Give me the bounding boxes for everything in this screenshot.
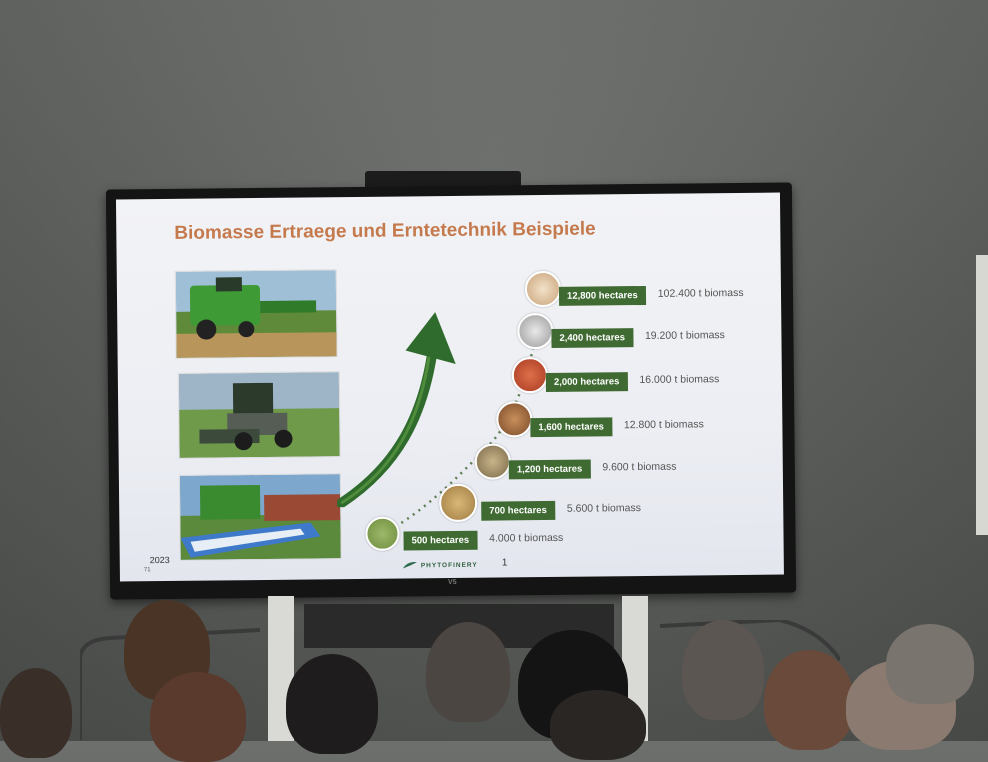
- hay-bale-icon: [438, 483, 478, 523]
- slide-year: 2023: [149, 554, 170, 566]
- harvester-photo-top: [174, 269, 338, 359]
- logo-text: PHYTOFINERY: [420, 561, 478, 569]
- page-number: 1: [501, 557, 508, 569]
- pellets-icon: [474, 443, 511, 480]
- stage-row: 2,400 hectares 19.200 t biomass: [517, 311, 725, 350]
- stage-row: 1,200 hectares 9.600 t biomass: [474, 442, 677, 480]
- audience-person: [286, 654, 378, 754]
- hectares-tag: 1,600 hectares: [530, 416, 612, 437]
- company-logo: PHYTOFINERY: [402, 560, 478, 571]
- house-icon: [496, 401, 533, 438]
- hectares-tag: 500 hectares: [403, 530, 478, 551]
- biomass-value: 9.600 t biomass: [602, 460, 677, 474]
- stage-row: 2,000 hectares 16.000 t biomass: [511, 355, 720, 394]
- tv-monitor: Biomasse Ertraege und Erntetechnik Beisp…: [105, 182, 797, 600]
- growth-arrow-icon: [336, 312, 456, 508]
- biomass-value: 12.800 t biomass: [623, 418, 704, 432]
- handrail: [80, 620, 840, 740]
- audience-person: [0, 668, 72, 758]
- chemicals-icon: [517, 312, 554, 350]
- biomass-value: 102.400 t biomass: [657, 286, 744, 300]
- presentation-slide: Biomasse Ertraege und Erntetechnik Beisp…: [115, 192, 784, 582]
- field-icon: [365, 516, 400, 551]
- audience-person: [682, 620, 764, 720]
- hectares-tag: 1,200 hectares: [508, 459, 591, 479]
- progress-dotted-line: [394, 324, 539, 528]
- biomass-value: 4.000 t biomass: [489, 531, 564, 545]
- audience-person: [150, 672, 246, 762]
- slide-small-number: 71: [143, 567, 151, 574]
- wall-panel: [976, 255, 988, 535]
- stage-row: 700 hectares 5.600 t biomass: [438, 482, 642, 523]
- audience-person: [886, 624, 974, 704]
- audience-person: [764, 650, 854, 750]
- hectares-tag: 2,000 hectares: [545, 371, 628, 392]
- tv-brand-label: V5: [447, 578, 457, 587]
- stage-row: 12,800 hectares 102.400 t biomass: [524, 269, 744, 308]
- stage-row: 1,600 hectares 12.800 t biomass: [496, 399, 704, 438]
- slide-title: Biomasse Ertraege und Erntetechnik Beisp…: [174, 218, 596, 244]
- harvester-photo-middle: [177, 371, 341, 459]
- city-icon: [524, 270, 562, 308]
- hectares-tag: 700 hectares: [481, 500, 555, 521]
- biomass-value: 5.600 t biomass: [566, 502, 642, 515]
- biomass-value: 16.000 t biomass: [639, 373, 720, 387]
- hectares-tag: 2,400 hectares: [551, 327, 634, 348]
- brick-icon: [511, 356, 549, 394]
- hectares-tag: 12,800 hectares: [558, 285, 646, 306]
- harvester-photo-bottom: [178, 473, 342, 561]
- audience-person: [550, 690, 646, 760]
- biomass-value: 19.200 t biomass: [644, 329, 725, 342]
- audience-person: [426, 622, 510, 722]
- leaf-logo-icon: [402, 562, 417, 569]
